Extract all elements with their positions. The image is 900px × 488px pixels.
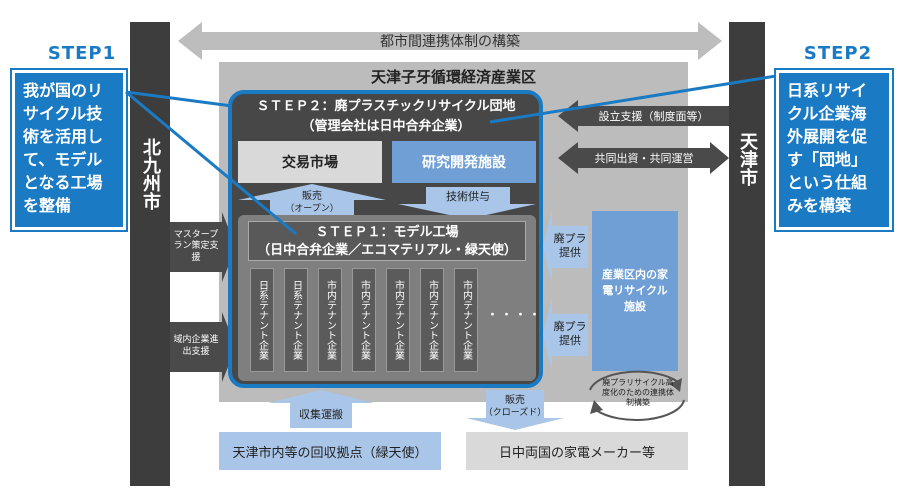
park-title-line2: （管理会社は日中合弁企業） [301, 119, 471, 134]
joint-invest-label: 共同出資・共同運営 [594, 152, 694, 165]
tech-supply-label: 技術供与 [446, 190, 490, 203]
waste-supply-1: 廃プラ提供 [553, 232, 587, 259]
tenant-row: 日系テナント企業 日系テナント企業 市内テナント企業 市内テナント企業 市内テナ… [250, 268, 543, 372]
step2-text: 日系リサイクル企業海外展開を促す「団地」という仕組みを構築 [779, 73, 889, 227]
sales-closed-line2: （クローズド） [483, 408, 547, 418]
trade-market: 交易市場 [238, 141, 382, 183]
collection-points: 天津市内等の回収拠点（緑天使） [219, 432, 441, 470]
top-arrow-label: 都市間連携体制の構築 [380, 34, 520, 50]
tenant-1: 日系テナント企業 [250, 268, 274, 372]
tenant-4: 市内テナント企業 [352, 268, 376, 372]
setup-support-label: 設立支援（制度面等） [598, 110, 709, 123]
cycle-label: 廃プラリサイクル高度化のための連携体制構築 [602, 378, 674, 407]
tenant-ellipsis: ・・・・ [486, 308, 543, 323]
tenant-6: 市内テナント企業 [420, 268, 444, 372]
sales-closed-line1: 販売 [505, 395, 525, 406]
rd-facility: 研究開発施設 [392, 141, 536, 183]
tenant-2: 日系テナント企業 [284, 268, 308, 372]
model-factory: ＳＴＥＰ１：モデル工場 （日中合弁企業／エコマテリアル・緑天使） [248, 221, 526, 261]
sales-open-line1: 販売 [302, 191, 322, 202]
collection-label: 収集運搬 [299, 408, 343, 421]
step1-box: 我が国のリサイクル技術を活用して、モデルとなる工場を整備 [10, 68, 128, 232]
tenant-5: 市内テナント企業 [386, 268, 410, 372]
appliance-facility: 産業区内の家電リサイクル施設 [592, 211, 678, 371]
zone-title: 天津子牙循環経済産業区 [370, 67, 536, 86]
step1-text: 我が国のリサイクル技術を活用して、モデルとなる工場を整備 [15, 73, 123, 227]
model-factory-line1: ＳＴＥＰ１：モデル工場 [315, 225, 459, 240]
master-plan-label: マスタープラン策定支援 [173, 230, 219, 263]
sales-open-label: 販売 （オープン） [270, 191, 354, 215]
sales-open-line2: （オープン） [285, 204, 339, 214]
sales-closed-label: 販売 （クローズド） [482, 395, 548, 419]
tianjin-bar: 天津市 [729, 22, 765, 486]
step2-box: 日系リサイクル企業海外展開を促す「団地」という仕組みを構築 [774, 68, 894, 232]
regional-support-label: 域内企業進出支援 [173, 335, 219, 357]
park-title: ＳＴＥＰ２：廃プラスチックリサイクル団地 （管理会社は日中合弁企業） [236, 97, 536, 137]
tenant-7: 市内テナント企業 [454, 268, 478, 372]
model-factory-line2: （日中合弁企業／エコマテリアル・緑天使） [257, 243, 517, 258]
makers-box: 日中両国の家電メーカー等 [466, 432, 688, 470]
kitakyushu-label: 北九州市 [140, 138, 161, 210]
step1-title: STEP1 [47, 43, 117, 64]
tianjin-label: 天津市 [737, 132, 758, 186]
step2-title: STEP2 [803, 43, 873, 64]
park-title-line1: ＳＴＥＰ２：廃プラスチックリサイクル団地 [256, 99, 516, 114]
tenant-3: 市内テナント企業 [318, 268, 342, 372]
waste-supply-2: 廃プラ提供 [553, 320, 587, 347]
